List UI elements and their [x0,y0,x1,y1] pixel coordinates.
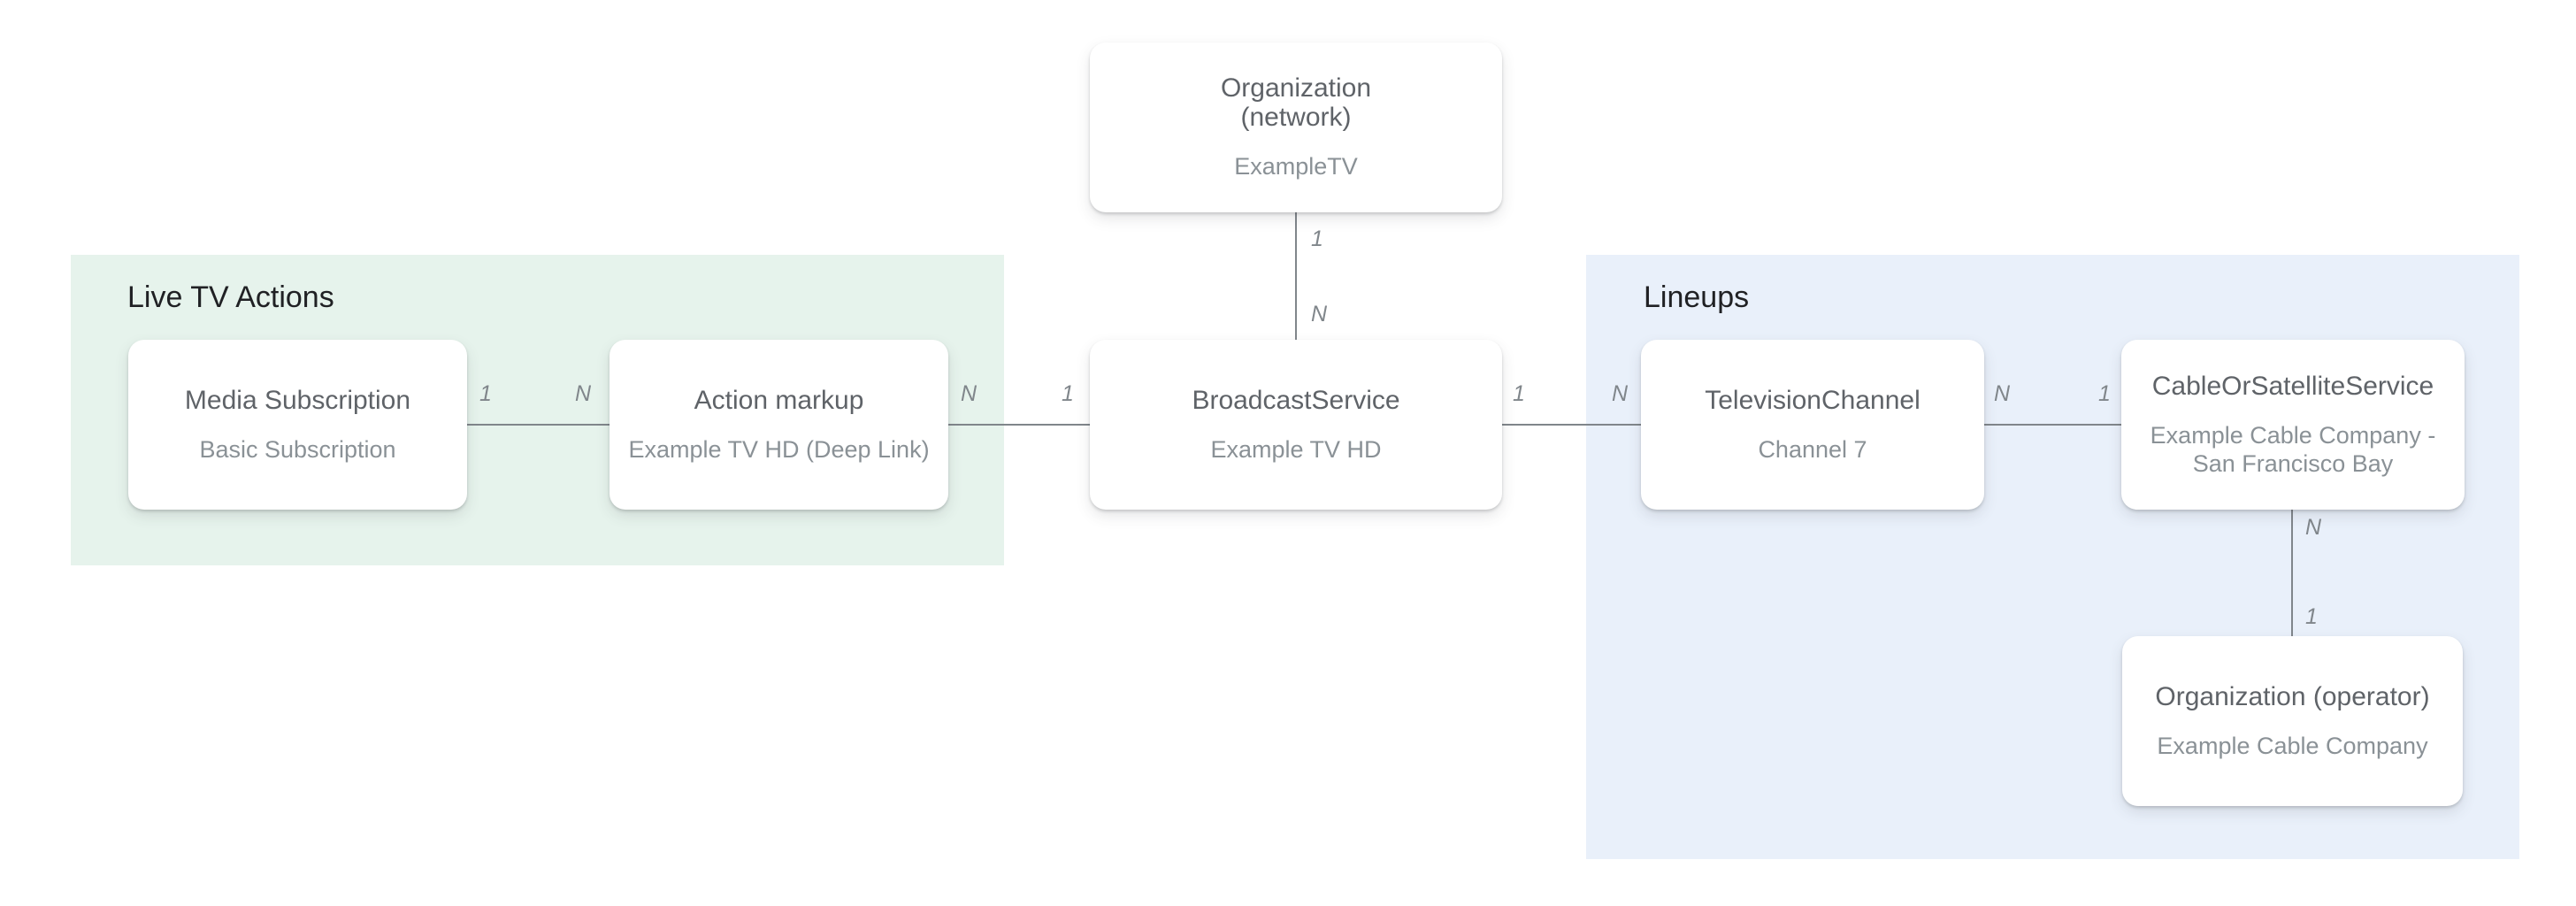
node-media-subscription-title: Media Subscription [184,385,411,415]
cardinality-broadcastservice-left-side: 1 [1062,381,1074,406]
cardinality-cableservice-bottom-side: N [2305,515,2322,540]
cardinality-actionmarkup-right-side: N [961,381,978,406]
node-broadcast-service: BroadcastService Example TV HD [1090,340,1502,510]
cardinality-actionmarkup-left-side: N [575,381,592,406]
live-tv-actions-heading: Live TV Actions [127,280,334,314]
cardinality-network-side: 1 [1311,226,1323,251]
edge-network-to-broadcastservice-line [1295,212,1297,340]
node-action-markup-title: Action markup [694,385,864,415]
cardinality-mediasubscription-side: 1 [479,381,492,406]
node-organization-network-subtitle: ExampleTV [1234,153,1358,180]
node-cable-or-satellite-service: CableOrSatelliteService Example Cable Co… [2121,340,2465,510]
node-television-channel-subtitle: Channel 7 [1758,435,1867,463]
node-action-markup-subtitle: Example TV HD (Deep Link) [628,435,930,463]
cardinality-operator-side: 1 [2305,604,2318,629]
node-cable-or-satellite-service-subtitle: Example Cable Company - San Francisco Ba… [2150,422,2436,477]
node-television-channel: TelevisionChannel Channel 7 [1641,340,1984,510]
lineups-heading: Lineups [1644,280,1750,314]
node-organization-operator: Organization (operator) Example Cable Co… [2122,636,2463,806]
cardinality-televisionchannel-left-side: N [1612,381,1629,406]
node-broadcast-service-title: BroadcastService [1192,385,1400,415]
node-organization-network: Organization (network) ExampleTV [1090,42,1502,212]
node-action-markup: Action markup Example TV HD (Deep Link) [610,340,948,510]
node-organization-operator-subtitle: Example Cable Company [2157,732,2428,759]
node-media-subscription-subtitle: Basic Subscription [199,435,396,463]
node-broadcast-service-subtitle: Example TV HD [1210,435,1382,463]
node-media-subscription: Media Subscription Basic Subscription [128,340,467,510]
cardinality-broadcastservice-right-side: 1 [1513,381,1525,406]
cardinality-broadcastservice-top-side: N [1311,302,1328,326]
node-organization-network-title: Organization (network) [1220,73,1372,133]
edge-cableservice-to-operator-line [2291,510,2293,636]
edge-actionmarkup-to-broadcastservice-line [948,424,1090,426]
cardinality-cableservice-left-side: 1 [2098,381,2111,406]
edge-broadcastservice-to-televisionchannel-line [1502,424,1641,426]
node-television-channel-title: TelevisionChannel [1705,385,1920,415]
cardinality-televisionchannel-right-side: N [1994,381,2011,406]
node-cable-or-satellite-service-title: CableOrSatelliteService [2151,372,2434,402]
node-organization-operator-title: Organization (operator) [2155,681,2430,711]
edge-televisionchannel-to-cableservice-line [1984,424,2121,426]
edge-mediasubscription-to-actionmarkup-line [467,424,610,426]
